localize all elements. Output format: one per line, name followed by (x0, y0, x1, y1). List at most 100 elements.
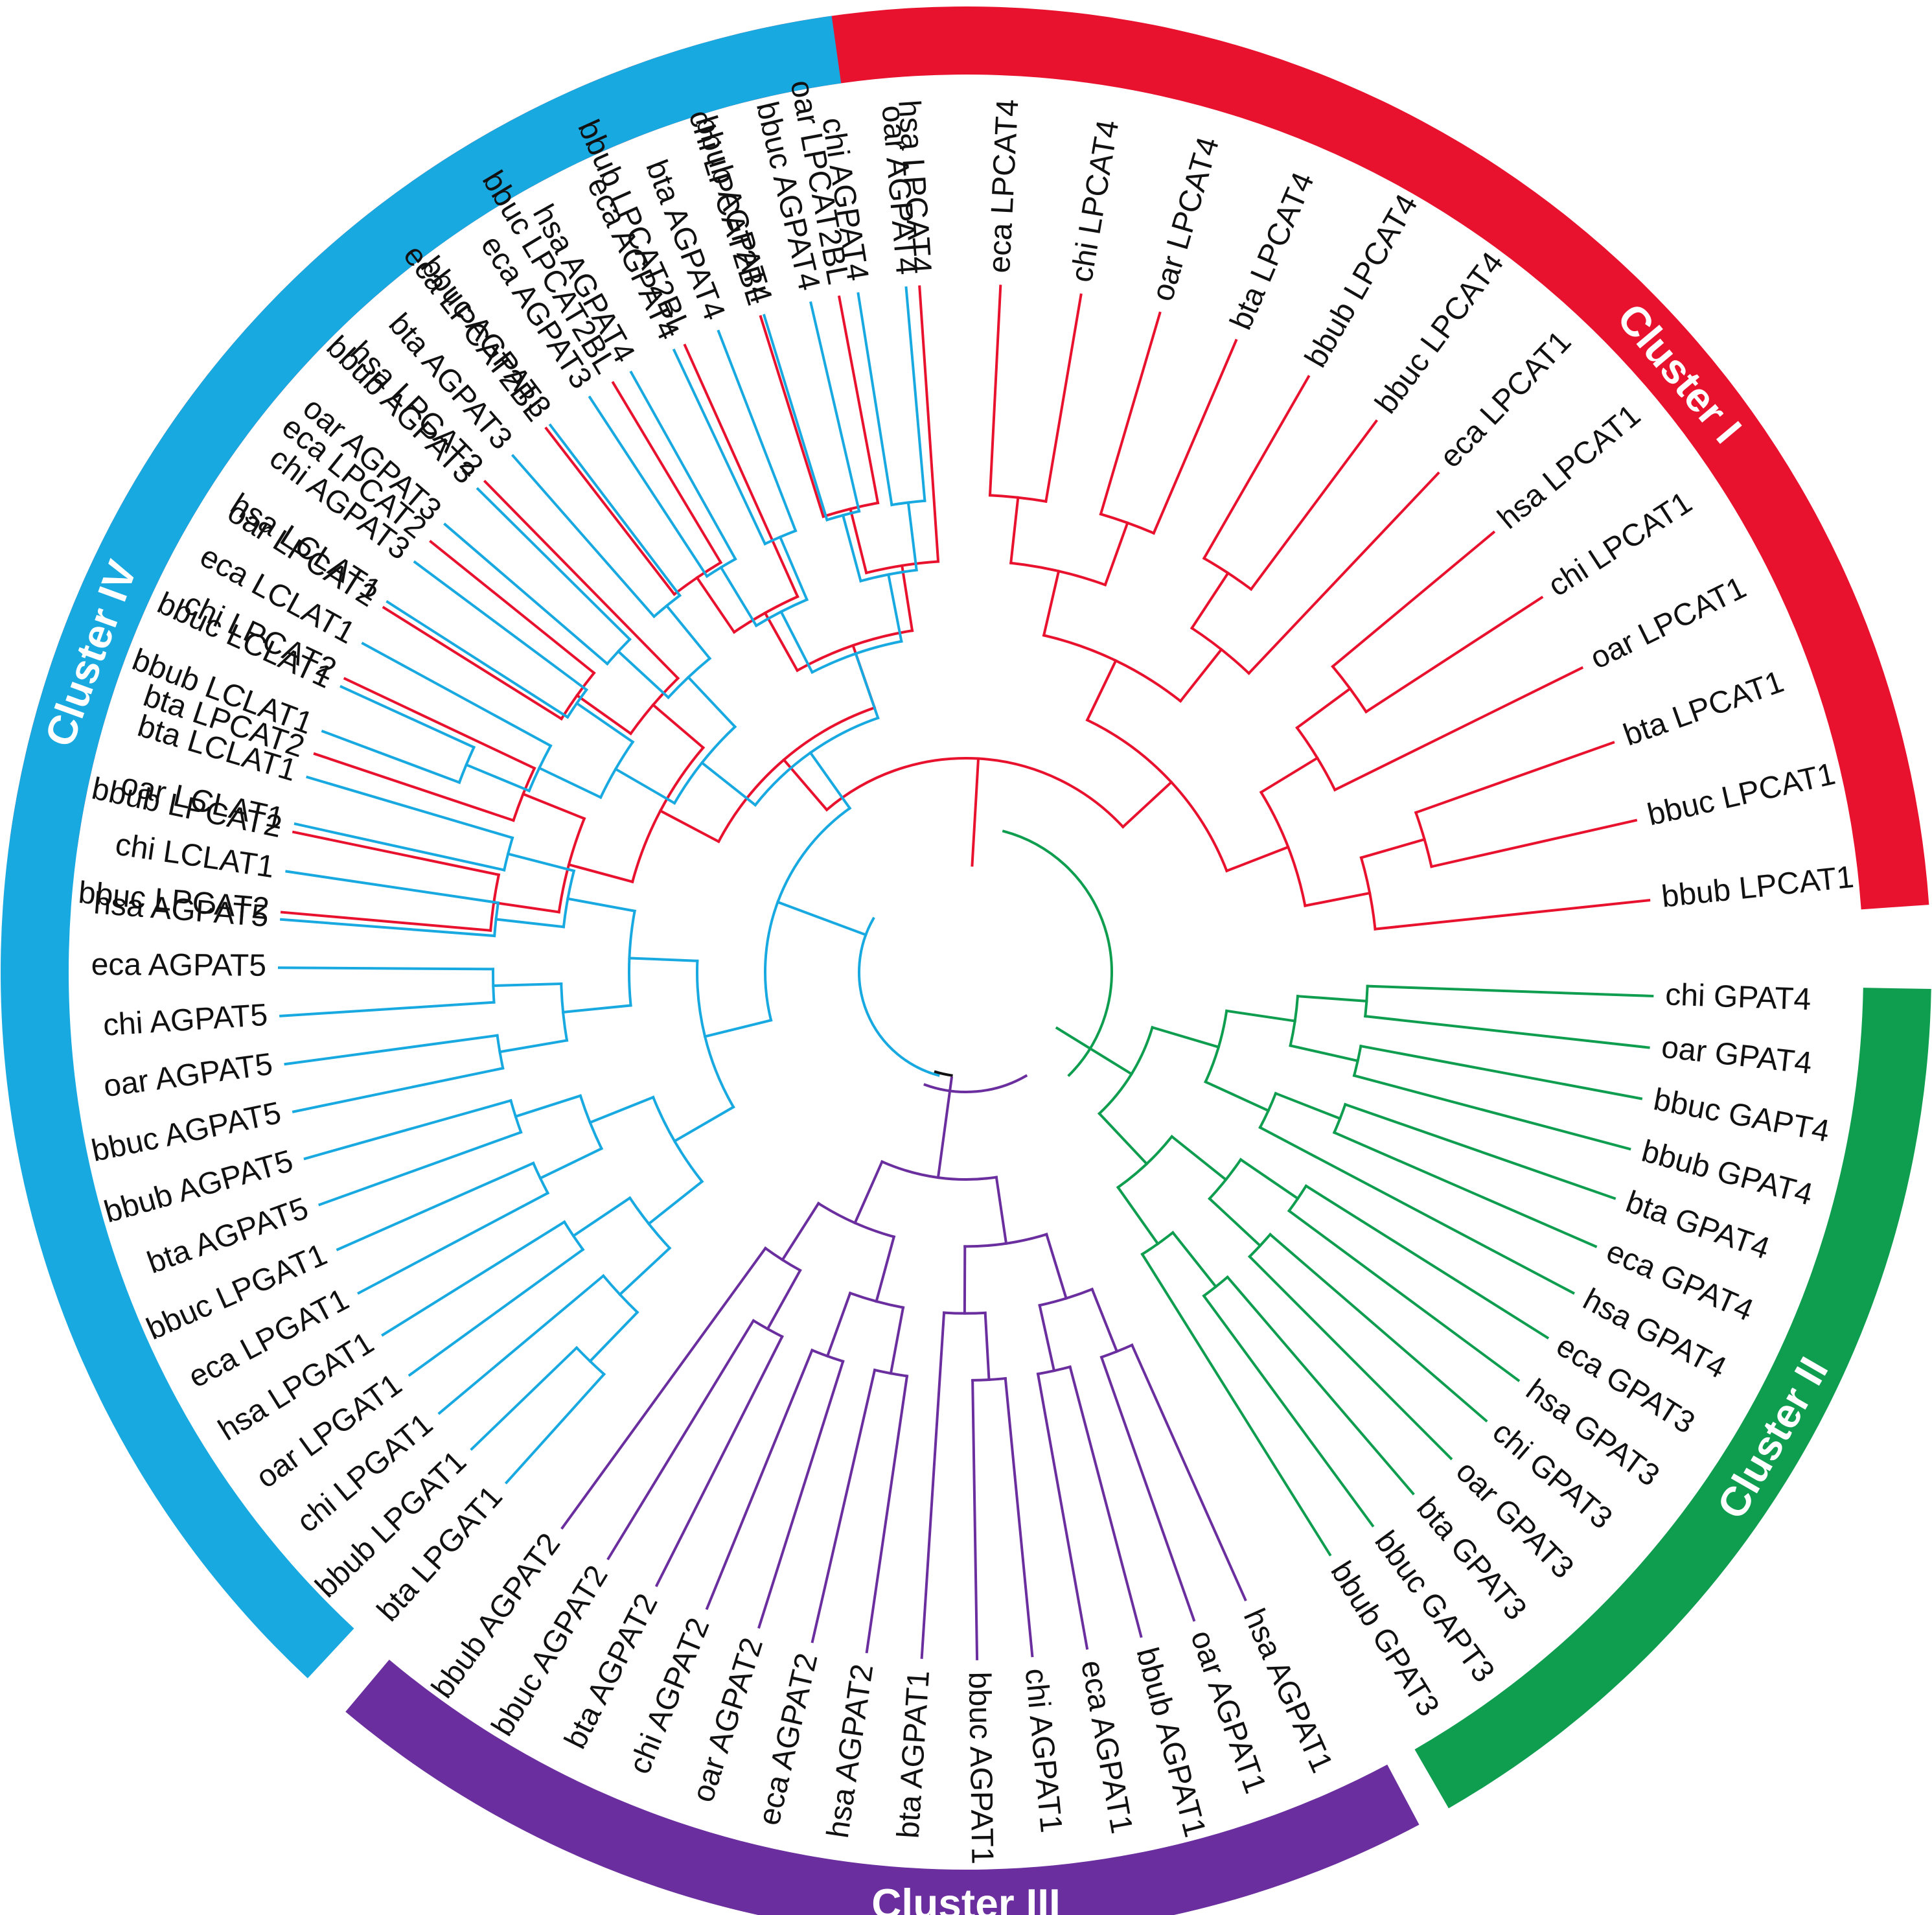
internal-branch (719, 565, 759, 628)
internal-branch (1295, 686, 1352, 730)
clade-arc (825, 757, 1125, 829)
backbone-arc (1002, 830, 1113, 1077)
backbone-arc (923, 1074, 1028, 1093)
clade-arc (696, 959, 735, 1109)
clade-arc (1099, 512, 1156, 535)
internal-branch (665, 603, 712, 660)
clade-arc (810, 640, 903, 675)
clade-arc (1202, 556, 1253, 592)
clade-arc (557, 817, 586, 914)
clade-arc (1295, 726, 1337, 792)
clade-arc (628, 1196, 672, 1250)
clade-arc (599, 740, 635, 800)
internal-branch (1225, 1009, 1297, 1023)
clade-arc (628, 676, 680, 736)
leaf-label: hsa LPCAT1 (1491, 398, 1647, 536)
terminal-branch (443, 522, 610, 666)
internal-branch (571, 1196, 632, 1238)
internal-branch (875, 1235, 896, 1303)
clade-arc (1332, 1102, 1347, 1135)
internal-branch (700, 761, 757, 807)
clade-arc (848, 1291, 905, 1309)
terminal-branch (811, 1368, 877, 1643)
internal-branch (778, 535, 809, 601)
terminal-branch (1068, 1365, 1143, 1638)
clade-arc (764, 806, 852, 1022)
terminal-branch (336, 1161, 535, 1251)
terminal-branch (904, 286, 926, 502)
clade-arc (1414, 811, 1433, 868)
clade-arc (963, 1233, 1048, 1248)
internal-branch (1116, 1185, 1160, 1246)
internal-branch (1190, 571, 1230, 631)
internal-branch (1055, 1026, 1134, 1076)
terminal-branch (629, 370, 737, 561)
clade-arc (628, 909, 636, 1007)
terminal-branch (280, 911, 492, 932)
clade-arc (942, 1311, 987, 1315)
terminal-branch (809, 301, 861, 513)
terminal-branch (1359, 1044, 1643, 1100)
clade-arc (511, 766, 536, 822)
terminal-branch (285, 870, 500, 905)
terminal-branch (279, 1001, 496, 1017)
terminal-branch (560, 1246, 768, 1530)
internal-branch (567, 863, 634, 884)
leaf-label: chi LPCAT4 (1064, 117, 1126, 284)
internal-branch (566, 897, 636, 913)
leaf-label: chi GPAT4 (1665, 977, 1812, 1017)
internal-branch (494, 918, 566, 929)
terminal-branch (717, 329, 798, 533)
leaf-label: oar GPAT4 (1660, 1030, 1813, 1081)
terminal-branch (759, 314, 825, 518)
internal-branch (766, 1268, 802, 1331)
internal-branch (971, 757, 980, 867)
internal-branch (588, 1095, 655, 1124)
terminal-branch (1258, 1126, 1575, 1295)
terminal-branch (361, 642, 553, 748)
internal-branch (995, 1176, 1008, 1246)
leaf-label: bta LPCAT1 (1619, 664, 1788, 752)
clade-arc (560, 982, 569, 1042)
terminal-branch (343, 677, 536, 771)
internal-branch (906, 501, 918, 572)
internal-branch (465, 763, 531, 793)
internal-branch (1151, 1025, 1221, 1049)
terminal-branch (762, 314, 829, 522)
clade-arc (1364, 984, 1369, 1018)
clade-arc (717, 706, 877, 844)
leaf-label: bbuc AGPAT1 (962, 1671, 1000, 1864)
terminal-branch (306, 775, 514, 840)
internal-branch (776, 900, 868, 937)
internal-branch (521, 792, 586, 820)
clade-arc (971, 1376, 1007, 1382)
terminal-branch (548, 423, 682, 598)
internal-branch (1044, 1233, 1068, 1300)
terminal-branch (1130, 1343, 1247, 1602)
internal-branch (561, 1004, 632, 1014)
internal-branch (1289, 1044, 1360, 1063)
clade-arc (753, 716, 880, 807)
clade-arc (651, 1095, 704, 1184)
leaf-label: bta AGPAT1 (891, 1669, 936, 1840)
terminal-branch (1287, 1209, 1521, 1382)
terminal-branch (357, 1191, 550, 1295)
internal-branch (1121, 780, 1173, 829)
leaf-label: eca AGPAT5 (91, 947, 267, 983)
terminal-branch (1152, 338, 1238, 535)
leaf-label: eca LPCAT1 (1433, 325, 1578, 474)
terminal-branch (511, 454, 656, 619)
terminal-branch (279, 918, 496, 938)
internal-branch (588, 1310, 639, 1364)
clade-arc (652, 594, 682, 619)
terminal-branch (1364, 596, 1544, 714)
clade-arc (1140, 1231, 1175, 1257)
internal-branch (575, 693, 633, 736)
root-node (934, 1070, 953, 1077)
clade-arc (1202, 1275, 1230, 1298)
internal-branch (1042, 569, 1061, 637)
internal-branch (849, 507, 868, 575)
internal-branch (1171, 1231, 1218, 1289)
leaf-label: eca LPCAT4 (982, 99, 1025, 274)
leaf-label: bbuc LPCAT1 (1644, 757, 1839, 833)
